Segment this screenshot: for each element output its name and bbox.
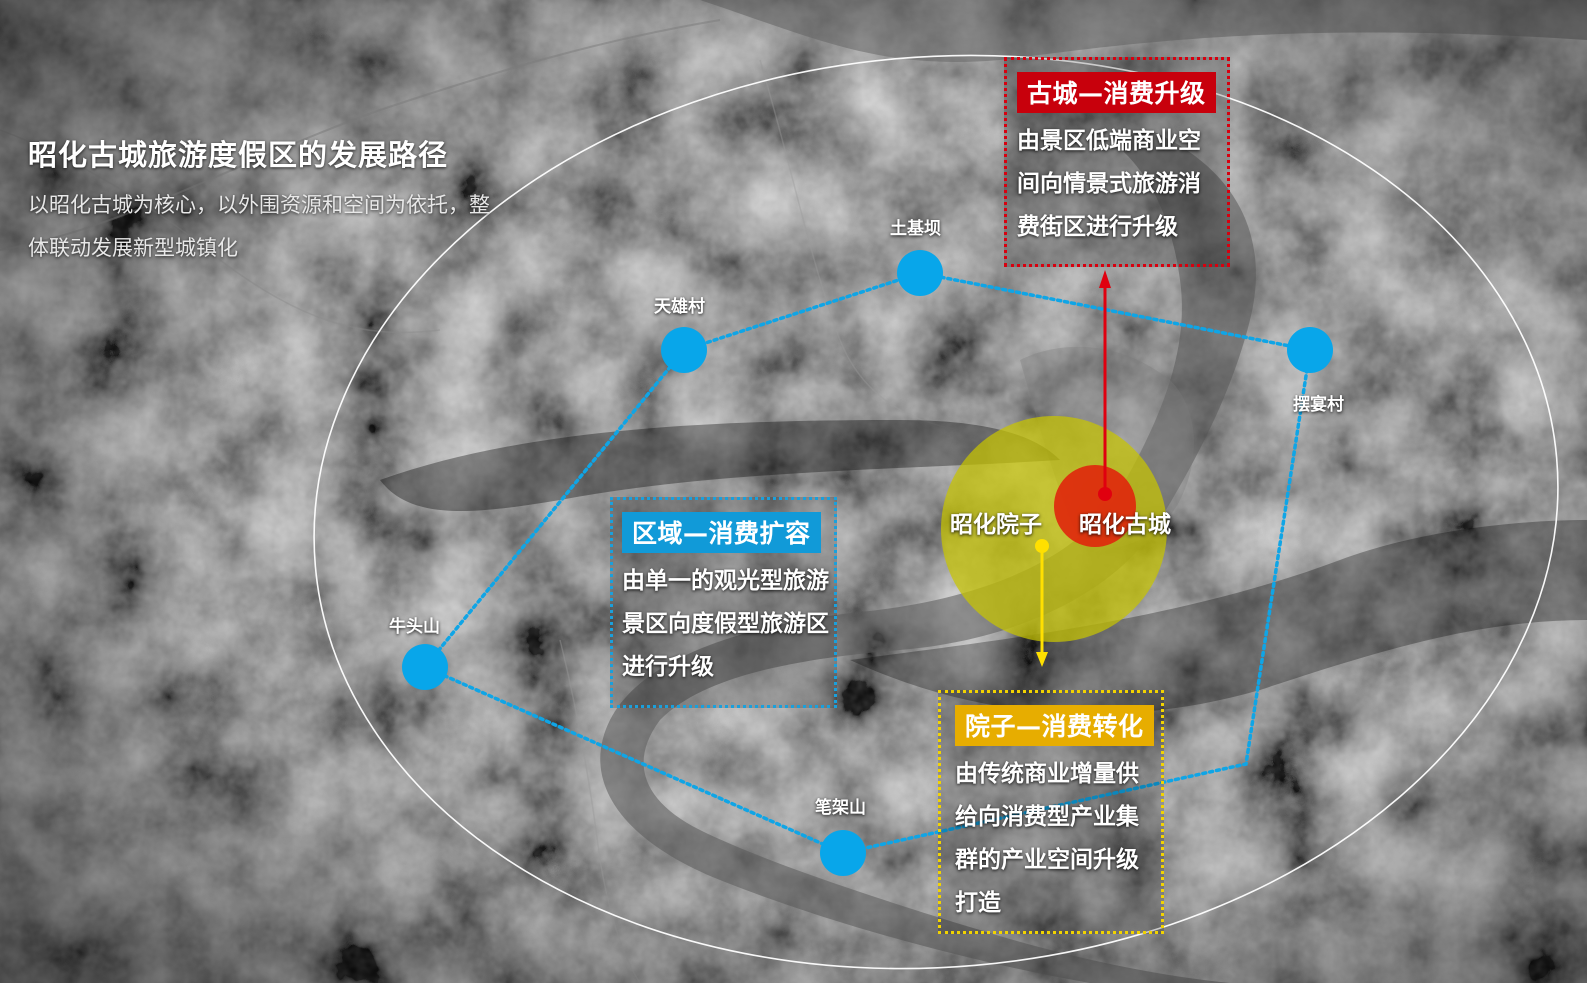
village-node-baiyan[interactable] xyxy=(1287,327,1333,373)
village-node-bijiashan[interactable] xyxy=(820,830,866,876)
old-town-zone-label: 昭化古城 xyxy=(1079,512,1171,538)
courtyard-transform-title: 院子—消费转化 xyxy=(955,705,1154,746)
old-town-upgrade-title: 古城—消费升级 xyxy=(1017,72,1216,113)
village-node-tujiba[interactable] xyxy=(897,250,943,296)
regional-expansion-title: 区域—消费扩容 xyxy=(622,512,821,553)
courtyard-zone-label: 昭化院子 xyxy=(950,512,1042,538)
old-town-zone-circle xyxy=(1054,465,1136,547)
old-town-upgrade-arrow xyxy=(1098,270,1112,501)
page-title: 昭化古城旅游度假区的发展路径 xyxy=(28,138,449,172)
village-label-niutoushan: 牛头山 xyxy=(389,617,440,637)
resort-boundary-ellipse xyxy=(313,54,1559,970)
village-label-baiyan: 摆宴村 xyxy=(1293,395,1344,415)
regional-expansion-text: 由单一的观光型旅游 景区向度假型旅游区 进行升级 xyxy=(622,568,829,680)
village-node-tianxiong[interactable] xyxy=(661,327,707,373)
village-label-tianxiong: 天雄村 xyxy=(654,297,705,317)
regional-expansion-box: 区域—消费扩容 由单一的观光型旅游 景区向度假型旅游区 进行升级 xyxy=(610,497,837,708)
tour-route xyxy=(423,271,1312,855)
courtyard-transform-box: 院子—消费转化 由传统商业增量供 给向消费型产业集 群的产业空间升级 打造 xyxy=(938,690,1164,934)
courtyard-transform-arrow xyxy=(1035,539,1049,667)
courtyard-transform-text: 由传统商业增量供 给向消费型产业集 群的产业空间升级 打造 xyxy=(955,761,1139,916)
village-node-niutoushan[interactable] xyxy=(402,644,448,690)
page-subtitle: 以昭化古城为核心，以外围资源和空间为依托，整体联动发展新型城镇化 xyxy=(28,193,490,260)
old-town-upgrade-text: 由景区低端商业空 间向情景式旅游消 费街区进行升级 xyxy=(1017,128,1201,240)
village-label-bijiashan: 笔架山 xyxy=(815,798,866,818)
village-label-tujiba: 土基坝 xyxy=(890,219,941,239)
old-town-upgrade-box: 古城—消费升级 由景区低端商业空 间向情景式旅游消 费街区进行升级 xyxy=(1004,57,1230,267)
